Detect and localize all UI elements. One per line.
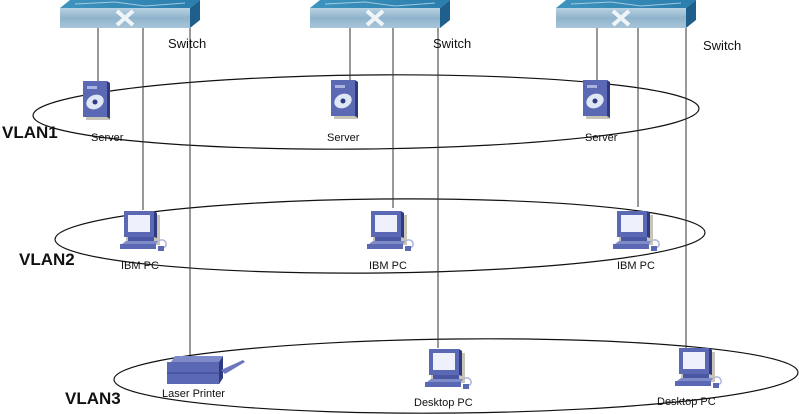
device-label: Desktop PC [657,396,716,408]
pc-icon [120,211,166,251]
device-label: IBM PC [617,260,655,272]
server-2: Server [327,80,360,144]
desktop-pc-1: Desktop PC [414,349,473,409]
server-icon [83,81,110,120]
switch-icon [310,0,450,28]
server-icon [331,80,358,119]
switch-3: Switch [556,0,741,53]
laser-printer: Laser Printer [162,356,245,400]
device-label: Server [327,132,360,144]
vlan2-label: VLAN2 [19,250,75,269]
server-3: Server [583,80,618,144]
switch-label: Switch [433,36,471,51]
switch-1: Switch [60,0,206,51]
device-label: IBM PC [121,260,159,272]
switch-icon [556,0,696,28]
printer-icon [167,356,245,384]
server-icon [583,80,610,119]
device-label: IBM PC [369,260,407,272]
pc-icon [675,348,721,388]
pc-icon [425,349,471,389]
device-label: Server [585,132,618,144]
ibm-pc-1: IBM PC [120,211,166,272]
switch-label: Switch [703,38,741,53]
desktop-pc-2: Desktop PC [657,348,721,408]
vlan3-label: VLAN3 [65,389,121,408]
switch-2: Switch [310,0,471,51]
ibm-pc-2: IBM PC [367,211,413,272]
device-label: Laser Printer [162,388,225,400]
vlan1-label: VLAN1 [2,123,58,142]
switch-icon [60,0,200,28]
device-label: Desktop PC [414,397,473,409]
device-label: Server [91,132,124,144]
pc-icon [613,211,659,251]
pc-icon [367,211,413,251]
connection-lines [98,28,686,355]
switch-label: Switch [168,36,206,51]
ibm-pc-3: IBM PC [613,211,659,272]
